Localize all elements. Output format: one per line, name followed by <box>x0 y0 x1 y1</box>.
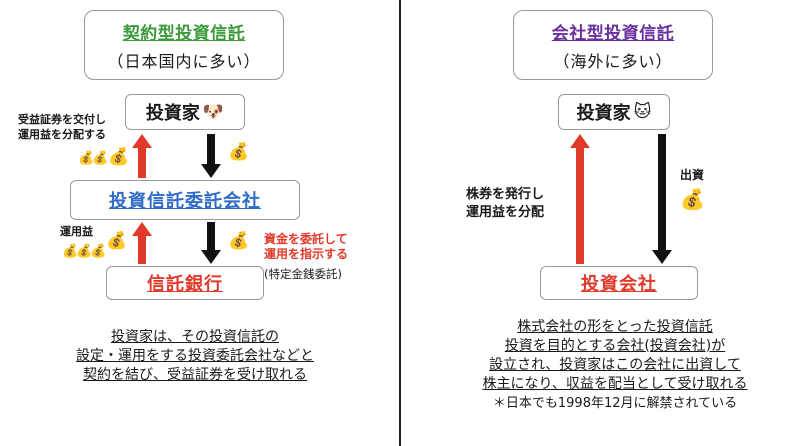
left-company-label: 投資信託委託会社 <box>109 191 261 212</box>
left-title: 契約型投資信託 <box>122 23 246 44</box>
money-bag-icon: 💰 <box>92 151 109 166</box>
money-bag-icon: 💰 <box>680 187 705 211</box>
left-note-profit: 運用益 <box>60 225 93 238</box>
left-company-box: 投資信託委託会社 <box>70 180 300 220</box>
money-bag-icon: 💰 <box>106 231 128 251</box>
right-note-invest: 出資 <box>680 168 705 182</box>
description-line: 株式会社の形をとった投資信託 <box>517 319 713 335</box>
left-investor-box: 投資家 🐶 <box>125 94 245 130</box>
money-bag-icon: 💰 <box>108 147 130 167</box>
dog-face-icon: 🐶 <box>202 102 225 122</box>
description-line: 契約を結び、受益証券を受け取れる <box>83 367 307 383</box>
down-arrow-icon <box>201 222 221 264</box>
left-investor-label: 投資家 <box>145 103 200 124</box>
description-line: 株主になり、収益を配当として受け取れる <box>482 376 748 392</box>
money-bag-icon: 💰 <box>90 244 107 259</box>
up-arrow-icon <box>570 134 590 264</box>
note-line: 受益証券を交付し <box>18 113 106 126</box>
money-bag-icon: 💰 <box>76 244 93 259</box>
description-line: 投資を目的とする会社(投資会社)が <box>504 338 726 354</box>
down-arrow-icon <box>652 134 672 264</box>
money-bag-icon: 💰 <box>62 244 79 259</box>
up-arrow-icon <box>132 134 152 178</box>
right-title: 会社型投資信託 <box>551 23 675 44</box>
description-line: 投資家は、その投資信託の <box>111 329 279 345</box>
money-bag-icon: 💰 <box>228 142 250 162</box>
right-investor-box: 投資家 🐱 <box>558 94 670 130</box>
left-note-distribute: 受益証券を交付し 運用益を分配する <box>18 112 106 142</box>
down-arrow-icon <box>201 134 221 178</box>
right-subtitle: （海外に多い） <box>553 51 673 71</box>
description-footnote: ＊日本でも1998年12月に解禁されている <box>492 396 738 411</box>
right-company-label: 投資会社 <box>581 274 657 295</box>
left-title-box: 契約型投資信託 （日本国内に多い） <box>84 10 284 80</box>
left-note-instruct: 資金を委託して 運用を指示する <box>264 232 348 262</box>
note-line: 資金を委託して <box>264 232 348 246</box>
right-description: 株式会社の形をとった投資信託 投資を目的とする会社(投資会社)が 設立され、投資… <box>455 318 775 413</box>
left-note-trust: (特定金銭委託) <box>264 267 342 281</box>
right-company-box: 投資会社 <box>540 266 698 300</box>
cat-face-icon: 🐱 <box>633 102 652 122</box>
right-investor-label: 投資家 <box>576 103 631 124</box>
center-divider <box>399 0 401 446</box>
note-line: 運用益を分配する <box>18 128 106 141</box>
money-bag-icon: 💰 <box>78 151 95 166</box>
left-bank-label: 信託銀行 <box>147 274 223 295</box>
left-subtitle: （日本国内に多い） <box>107 51 261 71</box>
description-line: 設定・運用をする投資委託会社などと <box>76 348 314 364</box>
note-line: 株券を発行し <box>466 187 545 202</box>
money-bag-icon: 💰 <box>228 231 250 251</box>
note-line: 運用益を分配 <box>466 205 545 220</box>
note-line: 運用を指示する <box>264 247 349 261</box>
up-arrow-icon <box>132 222 152 264</box>
right-note-distribute: 株券を発行し 運用益を分配 <box>466 186 544 222</box>
right-title-box: 会社型投資信託 （海外に多い） <box>513 10 713 80</box>
left-bank-box: 信託銀行 <box>106 266 264 300</box>
description-line: 設立され、投資家はこの会社に出資して <box>489 357 741 373</box>
left-description: 投資家は、その投資信託の 設定・運用をする投資委託会社などと 契約を結び、受益証… <box>30 328 360 385</box>
